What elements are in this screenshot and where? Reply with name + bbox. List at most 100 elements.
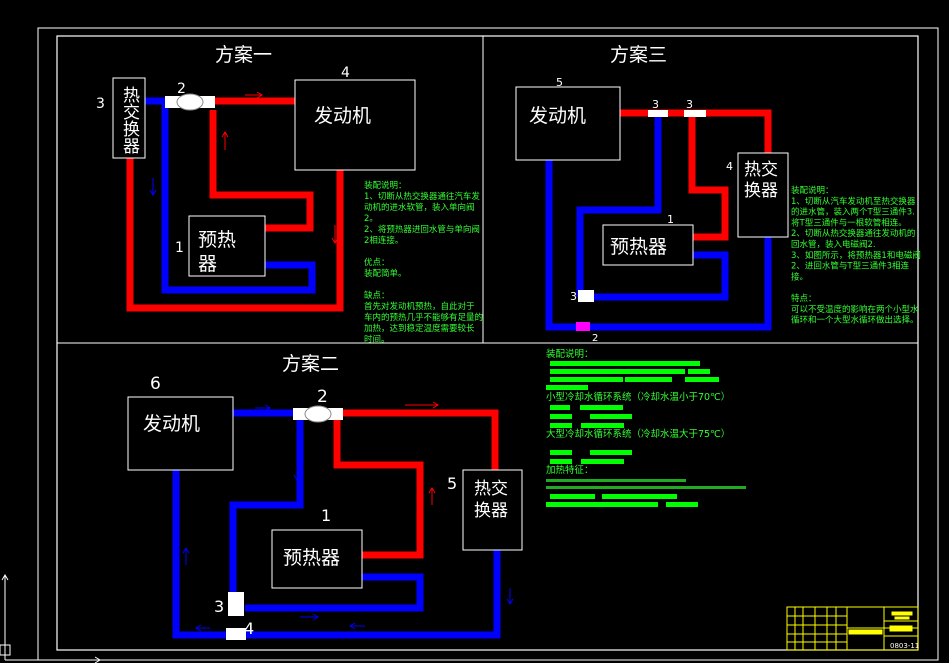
note-line: 3、如图所示，将预热器1和电磁阀 bbox=[791, 250, 921, 261]
outer-frame bbox=[37, 27, 939, 661]
scheme2-label-1: 1 bbox=[321, 506, 331, 525]
note-line: 时间。 bbox=[364, 334, 390, 345]
note-line: 2相连接。 bbox=[364, 235, 403, 246]
scheme3-solenoid-valve bbox=[576, 322, 590, 331]
note-line: 2、切断从热交换器通往发动机的 bbox=[791, 228, 915, 239]
note-line: 2。 bbox=[364, 214, 378, 224]
scheme3-label-5: 5 bbox=[556, 76, 563, 89]
ucs-axis-icon bbox=[0, 574, 101, 663]
scheme2-label-4: 4 bbox=[244, 619, 254, 638]
scheme2-cold-pipe-c bbox=[172, 470, 501, 639]
note-line: 接。 bbox=[791, 271, 808, 282]
scheme1-label-4: 4 bbox=[341, 65, 350, 81]
note-line: 缺点： bbox=[364, 290, 390, 301]
scheme1-heat-exchanger bbox=[112, 77, 146, 159]
scheme2-preheater-text: 预热器 bbox=[283, 547, 340, 569]
scheme2-cold-pipe-d bbox=[245, 573, 424, 612]
scheme1-label-3: 3 bbox=[96, 96, 105, 112]
scheme2-hot-pipe-b bbox=[333, 420, 424, 559]
scheme3-preheater-text: 预热器 bbox=[610, 236, 667, 258]
scheme1-preheater bbox=[188, 215, 266, 277]
scheme3-hot-pipe-b bbox=[688, 113, 729, 241]
note-line: 回水管，装入电磁阀2. bbox=[791, 239, 876, 250]
scheme3-label-3a: 3 bbox=[652, 98, 659, 111]
scheme2-title: 方案二 bbox=[282, 353, 339, 375]
scheme2-label-2: 2 bbox=[317, 387, 328, 407]
scheme3-label-3b: 3 bbox=[686, 98, 693, 111]
note-line: 特点： bbox=[791, 293, 817, 304]
scheme1-notes: 装配说明：1、切断从热交换器通往汽车发动机的进水软管，装入单向阀2。2、将预热器… bbox=[364, 180, 483, 345]
scheme2-label-6: 6 bbox=[150, 374, 161, 394]
scheme2-notes-small-loop: 小型冷却水循环系统（冷却水温小于70℃） bbox=[546, 391, 730, 403]
note-line: 首先对发动机预热，自此对于 bbox=[364, 301, 475, 312]
scheme1-preheater-text1: 预热 bbox=[198, 229, 236, 251]
note-line: 将T型三通件与一根软管相连。 bbox=[791, 217, 907, 228]
scheme1: 方案一 2 热交换器 3 发动机 4 预热 器 1 装配说明：1、切断从热交换器… bbox=[96, 44, 483, 345]
scheme3-label-4: 4 bbox=[726, 160, 733, 173]
scheme2-heat-exchanger-text2: 换器 bbox=[474, 501, 508, 521]
scheme1-preheater-text2: 器 bbox=[198, 253, 217, 275]
scheme3-heat-exchanger bbox=[737, 152, 789, 238]
note-line: 装配说明： bbox=[791, 185, 834, 196]
scheme3-preheater bbox=[602, 224, 694, 266]
scheme3-cold-pipe-a bbox=[576, 113, 662, 297]
scheme3-notes: 装配说明：1、切断从汽车发动机至热交换器的进水管，装入两个T型三通件3.将T型三… bbox=[791, 185, 921, 326]
scheme2-hot-pipe-a bbox=[340, 409, 499, 470]
scheme1-label-1: 1 bbox=[175, 240, 184, 256]
scheme2-engine-text: 发动机 bbox=[143, 413, 200, 435]
note-line: 2、进回水管与T型三通件3相连 bbox=[791, 261, 910, 272]
scheme2-heat-exchanger bbox=[462, 469, 523, 551]
scheme1-valve-label: 2 bbox=[177, 81, 186, 97]
scheme1-engine bbox=[294, 79, 416, 171]
scheme2-notes-bars bbox=[546, 361, 719, 507]
scheme3-tee-c bbox=[578, 290, 594, 302]
note-line: 加热，达到稳定温度需要较长 bbox=[364, 323, 475, 334]
note-line: 1、切断从热交换器通往汽车发 bbox=[364, 191, 480, 202]
scheme3-engine-text: 发动机 bbox=[529, 105, 586, 127]
scheme2-valve2 bbox=[226, 628, 246, 640]
note-line: 车内的预热几乎不能够有足量的 bbox=[364, 312, 483, 323]
scheme2-label-5: 5 bbox=[447, 474, 457, 493]
note-line: 可以不受温度的影响在两个小型水 bbox=[791, 304, 919, 315]
note-line: 装配简单。 bbox=[364, 268, 407, 279]
scheme3-label-1: 1 bbox=[667, 213, 674, 226]
scheme3-title: 方案三 bbox=[610, 44, 667, 66]
scheme2-cold-pipe-b bbox=[229, 420, 304, 600]
scheme3: 方案三 3 3 3 2 发动机 5 热交 换器 4 预热器 1 装配说明：1、切… bbox=[515, 44, 921, 344]
scheme2-notes-large-loop: 大型冷却水循环系统（冷却水温大于75℃） bbox=[546, 428, 730, 440]
scheme1-engine-text: 发动机 bbox=[314, 105, 371, 127]
scheme3-cold-pipe-b bbox=[545, 160, 772, 331]
scheme2-heat-exchanger-text1: 热交 bbox=[474, 479, 508, 499]
scheme1-title: 方案一 bbox=[215, 44, 272, 66]
drawing-number: 0803-11 bbox=[890, 642, 919, 650]
scheme3-label-2: 2 bbox=[592, 333, 598, 344]
scheme3-label-3c: 3 bbox=[570, 290, 577, 303]
scheme3-engine bbox=[515, 86, 621, 161]
scheme3-cold-pipe-c bbox=[590, 251, 729, 301]
scheme1-cold-pipe bbox=[145, 97, 316, 294]
note-line: 动机的进水软管，装入单向阀 bbox=[364, 202, 475, 213]
scheme3-hot-pipe-a bbox=[620, 109, 772, 153]
note-line: 的进水管，装入两个T型三通件3. bbox=[791, 207, 915, 218]
note-line: 1、切断从汽车发动机至热交换器 bbox=[791, 196, 916, 207]
scheme3-tee-b bbox=[684, 110, 706, 117]
note-line: 装配说明： bbox=[364, 180, 407, 191]
note-line: 循环和一个大型水循环做出选择。 bbox=[791, 315, 919, 326]
title-block bbox=[786, 606, 919, 651]
scheme3-heat-exchanger-text2: 换器 bbox=[744, 181, 778, 201]
scheme2: 方案二 2 3 4 发动机 6 热交 换器 5 预热器 1 bbox=[127, 348, 746, 640]
scheme1-hot-pipe-c bbox=[126, 158, 344, 312]
scheme2-notes-heading: 装配说明： bbox=[546, 348, 594, 360]
scheme2-engine bbox=[127, 396, 234, 471]
scheme3-tee-a bbox=[648, 110, 668, 117]
scheme2-notes-features: 加热特征： bbox=[546, 464, 594, 476]
note-line: 优点： bbox=[364, 257, 390, 268]
scheme2-tee bbox=[228, 592, 244, 616]
scheme2-preheater bbox=[271, 529, 363, 589]
scheme1-hot-pipe-b bbox=[209, 110, 314, 232]
scheme1-heat-exchanger-text: 热交换器 bbox=[119, 86, 140, 154]
note-line: 2、将预热器进回水管与单向阀 bbox=[364, 224, 480, 235]
scheme2-label-3: 3 bbox=[214, 597, 224, 616]
scheme3-heat-exchanger-text1: 热交 bbox=[744, 160, 778, 180]
